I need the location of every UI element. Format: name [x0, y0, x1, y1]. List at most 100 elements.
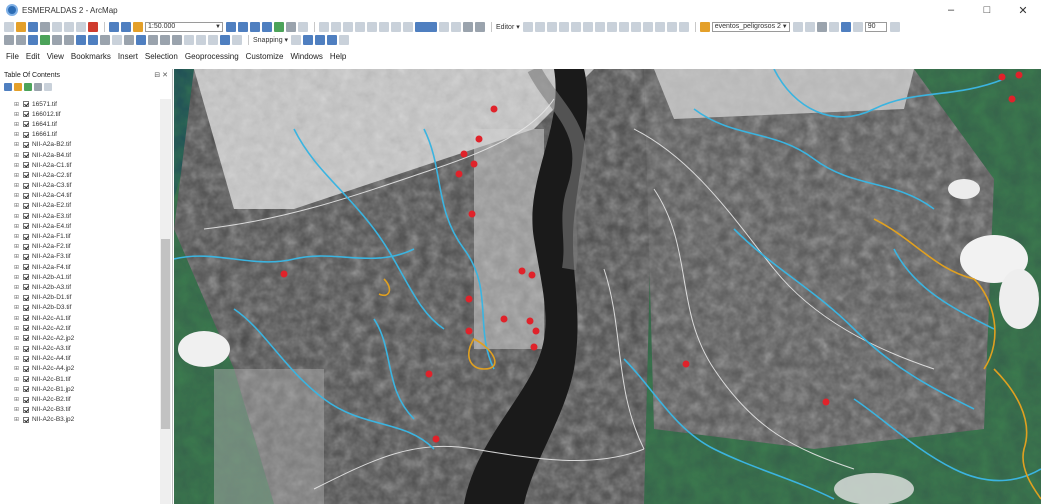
event-point[interactable]: [465, 295, 473, 303]
transparency-icon[interactable]: [852, 21, 863, 32]
toc-layer-item[interactable]: ⊞NII-A2c-B3.jp2: [0, 415, 160, 425]
clear-selection-icon[interactable]: [112, 34, 122, 45]
editor-menu[interactable]: Editor ▾: [496, 23, 520, 31]
event-point[interactable]: [998, 73, 1006, 81]
expand-icon[interactable]: ⊞: [14, 101, 20, 108]
toc-layer-item[interactable]: ⊞NII-A2c-A1.tif: [0, 313, 160, 323]
edit-tool-icon[interactable]: [534, 21, 545, 32]
grid-tool-icon[interactable]: [343, 21, 353, 32]
expand-icon[interactable]: ⊞: [14, 386, 20, 393]
edit-tool-icon[interactable]: [840, 21, 851, 32]
event-point[interactable]: [822, 398, 830, 406]
edit-tool-icon[interactable]: [816, 21, 827, 32]
layer-visibility-checkbox[interactable]: [23, 253, 29, 260]
edit-tool-icon[interactable]: [792, 21, 803, 32]
layer-visibility-checkbox[interactable]: [23, 274, 29, 281]
expand-icon[interactable]: ⊞: [14, 254, 20, 261]
expand-icon[interactable]: ⊞: [14, 213, 20, 220]
hyperlink-icon[interactable]: [148, 34, 158, 45]
grid-tool-icon[interactable]: [403, 21, 413, 32]
toc-panel-controls[interactable]: ⊟ ✕: [154, 72, 168, 79]
route-icon[interactable]: [196, 34, 206, 45]
toc-scrollbar-thumb[interactable]: [161, 239, 170, 429]
grid-tool-icon[interactable]: [355, 21, 365, 32]
add-data-icon[interactable]: [133, 21, 143, 32]
menu-help[interactable]: Help: [329, 52, 347, 61]
layer-visibility-checkbox[interactable]: [23, 294, 29, 301]
select-elements-icon[interactable]: [124, 34, 134, 45]
expand-icon[interactable]: ⊞: [14, 376, 20, 383]
layer-visibility-checkbox[interactable]: [23, 416, 29, 423]
expand-icon[interactable]: ⊞: [14, 335, 20, 342]
layer-visibility-checkbox[interactable]: [23, 345, 29, 352]
expand-icon[interactable]: ⊞: [14, 356, 20, 363]
edit-tool-icon[interactable]: [678, 21, 689, 32]
new-document-icon[interactable]: [4, 21, 14, 32]
list-by-visibility-icon[interactable]: [24, 82, 32, 91]
list-by-selection-icon[interactable]: [34, 82, 42, 91]
toc-layer-item[interactable]: ⊞16571.tif: [0, 99, 160, 109]
event-point[interactable]: [465, 327, 473, 335]
identify-icon[interactable]: [136, 34, 146, 45]
grid-tool-icon[interactable]: [331, 21, 341, 32]
edit-tool-icon[interactable]: [582, 21, 593, 32]
menu-view[interactable]: View: [46, 52, 64, 61]
vertex-snapping-icon[interactable]: [315, 34, 326, 45]
fixed-zoom-out-icon[interactable]: [64, 34, 74, 45]
list-by-source-icon[interactable]: [14, 82, 22, 91]
layer-visibility-checkbox[interactable]: [23, 141, 29, 148]
menu-geoprocessing[interactable]: Geoprocessing: [184, 52, 239, 61]
expand-icon[interactable]: ⊞: [14, 111, 20, 118]
expand-icon[interactable]: ⊞: [14, 152, 20, 159]
map-view[interactable]: [174, 69, 1041, 504]
table-of-contents-icon[interactable]: [238, 21, 248, 32]
maximize-button[interactable]: □: [983, 4, 991, 16]
layer-tool-icon[interactable]: [475, 21, 485, 32]
layer-visibility-checkbox[interactable]: [23, 233, 29, 240]
toc-layer-item[interactable]: ⊞NII-A2a-F2.tif: [0, 242, 160, 252]
edit-tool-icon[interactable]: [630, 21, 641, 32]
pan-icon[interactable]: [28, 34, 38, 45]
layer-visibility-checkbox[interactable]: [23, 304, 29, 311]
grid-tool-icon[interactable]: [451, 21, 461, 32]
toc-layer-item[interactable]: ⊞NII-A2a-B4.tif: [0, 150, 160, 160]
edit-tool-icon[interactable]: [522, 21, 533, 32]
expand-icon[interactable]: ⊞: [14, 295, 20, 302]
event-point[interactable]: [432, 435, 440, 443]
forward-extent-icon[interactable]: [88, 34, 98, 45]
expand-icon[interactable]: ⊞: [14, 244, 20, 251]
paste-icon[interactable]: [76, 21, 86, 32]
toc-layer-item[interactable]: ⊞NII-A2c-A3.tif: [0, 344, 160, 354]
undo-icon[interactable]: [109, 21, 119, 32]
toc-layer-item[interactable]: ⊞NII-A2a-C4.tif: [0, 191, 160, 201]
color-swatch-icon[interactable]: [415, 21, 437, 32]
arctoolbox-icon[interactable]: [274, 21, 284, 32]
grid-tool-icon[interactable]: [391, 21, 401, 32]
snapping-options-icon[interactable]: [339, 34, 350, 45]
event-point[interactable]: [490, 105, 498, 113]
event-point[interactable]: [526, 317, 534, 325]
toc-layer-item[interactable]: ⊞NII-A2c-B2.tif: [0, 394, 160, 404]
edit-tool-icon[interactable]: [618, 21, 629, 32]
map-scale-combo[interactable]: 1:50.000▼: [145, 21, 223, 32]
layer-visibility-checkbox[interactable]: [23, 396, 29, 403]
toc-scrollbar[interactable]: [160, 99, 171, 504]
expand-icon[interactable]: ⊞: [14, 162, 20, 169]
layer-visibility-checkbox[interactable]: [23, 162, 29, 169]
zoom-in-icon[interactable]: [4, 34, 14, 45]
expand-icon[interactable]: ⊞: [14, 223, 20, 230]
toc-layer-item[interactable]: ⊞NII-A2a-C2.tif: [0, 170, 160, 180]
menu-edit[interactable]: Edit: [25, 52, 40, 61]
edit-tool-icon[interactable]: [606, 21, 617, 32]
menu-selection[interactable]: Selection: [144, 52, 178, 61]
menu-file[interactable]: File: [6, 52, 19, 61]
go-to-xy-icon[interactable]: [208, 34, 218, 45]
list-by-drawing-order-icon[interactable]: [4, 82, 12, 91]
grid-tool-icon[interactable]: [379, 21, 389, 32]
model-builder-icon[interactable]: [298, 21, 308, 32]
toc-layer-item[interactable]: ⊞16641.tif: [0, 119, 160, 129]
grid-tool-icon[interactable]: [319, 21, 329, 32]
event-point[interactable]: [425, 370, 433, 378]
event-point[interactable]: [528, 271, 536, 279]
select-features-icon[interactable]: [100, 34, 110, 45]
